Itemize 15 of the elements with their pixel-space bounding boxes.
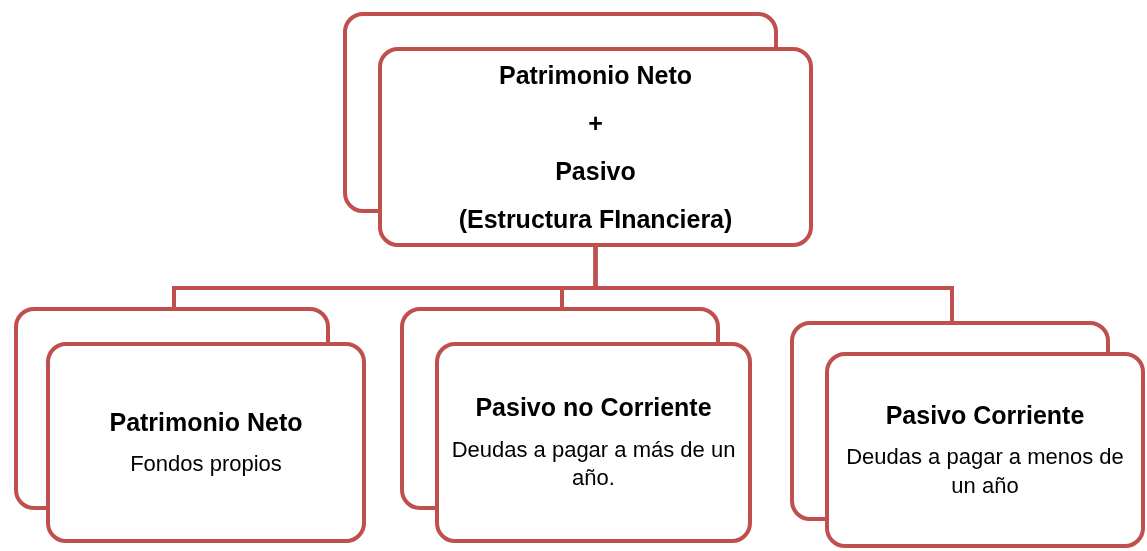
stacked-card <box>400 307 752 543</box>
stacked-card <box>343 12 813 247</box>
card-description: Deudas a pagar a menos de un año <box>845 443 1125 500</box>
card-description: Fondos propios <box>130 449 282 478</box>
card-heading: Patrimonio Neto <box>498 60 693 91</box>
card-heading: Pasivo Corriente <box>885 399 1085 431</box>
card-description: Deudas a pagar a más de un año. <box>450 435 737 493</box>
connector-line <box>593 247 954 321</box>
stacked-card <box>790 321 1145 548</box>
card-heading: + <box>588 108 603 139</box>
card-heading: (Estructura FInanciera) <box>458 204 733 235</box>
card-heading: Pasivo <box>555 156 636 187</box>
card-heading: Patrimonio Neto <box>109 406 303 438</box>
stacked-card <box>14 307 366 543</box>
card-heading: Pasivo no Corriente <box>475 392 712 424</box>
